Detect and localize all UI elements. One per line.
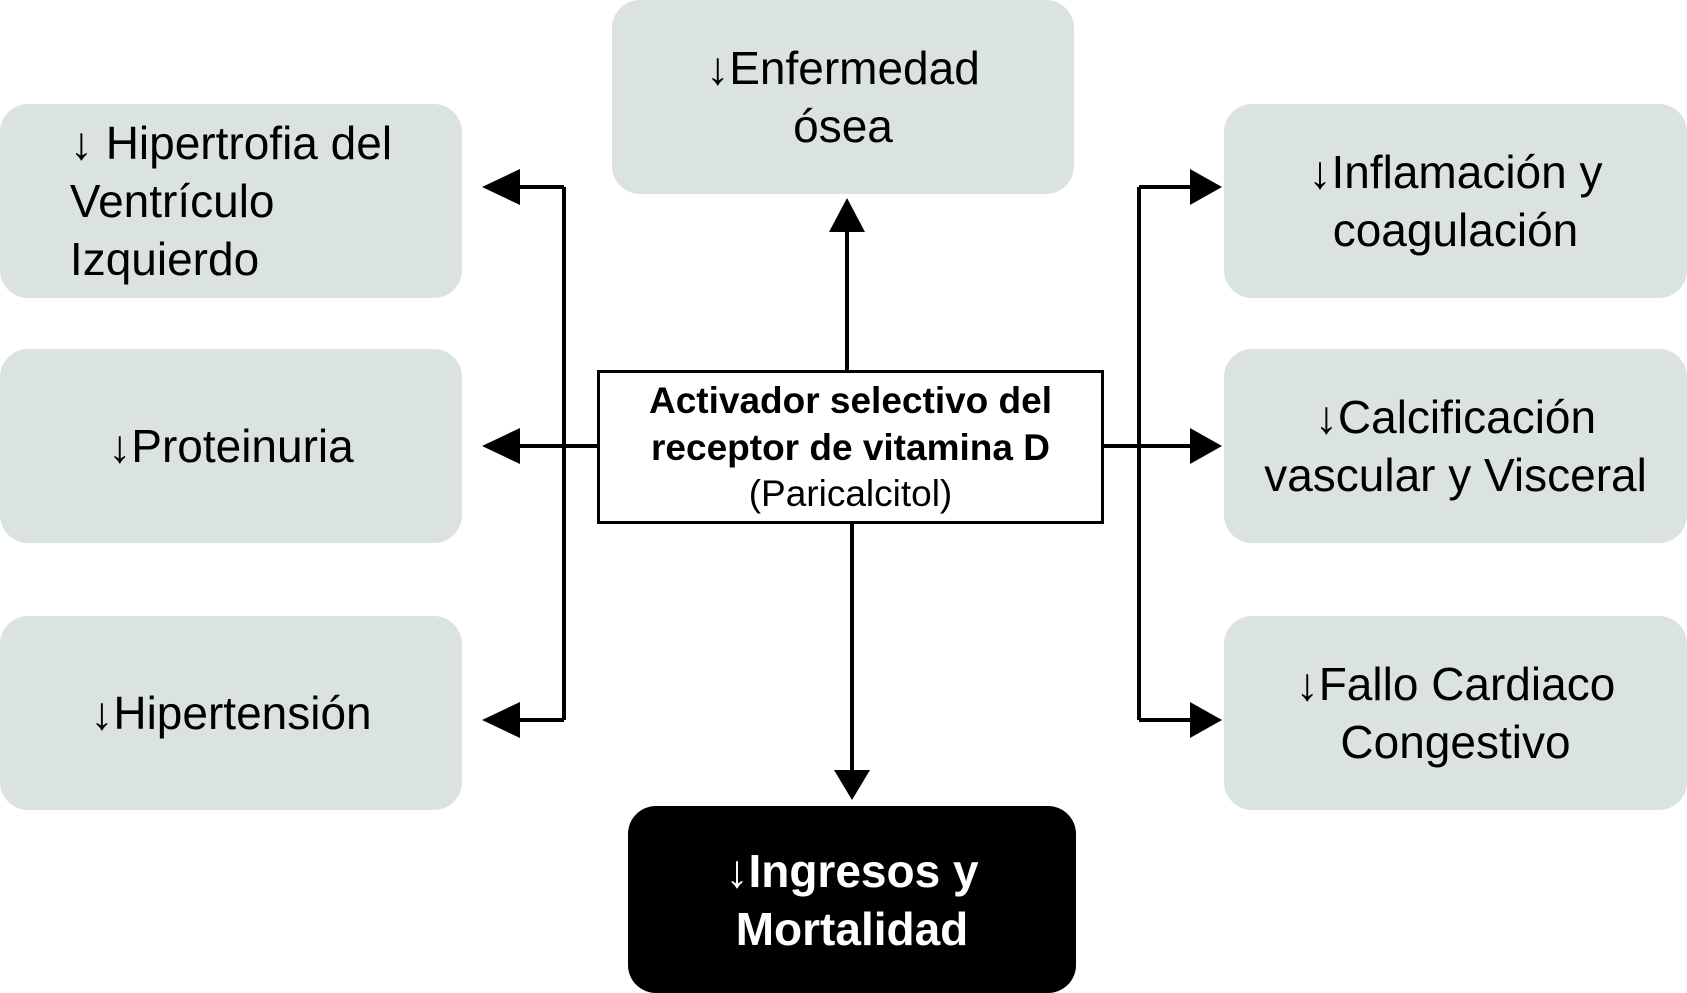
arrowhead-left-2 [482,428,520,464]
box-hypertension-label: ↓Hipertensión [90,687,372,739]
center-title: Activador selectivo del receptor de vita… [648,380,1053,468]
box-lvh: ↓ Hipertrofia del Ventrículo Izquierdo [0,104,462,298]
arrowhead-right-2 [1190,428,1222,464]
box-hypertension: ↓Hipertensión [0,616,462,810]
box-bone-disease: ↓Enfermedad ósea [612,0,1074,194]
box-proteinuria-label: ↓Proteinuria [108,420,354,472]
box-calcification: ↓Calcificación vascular y Visceral [1224,349,1687,543]
box-heart-failure: ↓Fallo Cardiaco Congestivo [1224,616,1687,810]
arrowhead-right-1 [1190,169,1222,205]
arrowhead-up [829,198,865,232]
box-lvh-label: ↓ Hipertrofia del Ventrículo Izquierdo [69,117,393,285]
center-box-vdra: Activador selectivo del receptor de vita… [597,370,1104,524]
box-calcification-label: ↓Calcificación vascular y Visceral [1264,391,1647,501]
box-inflammation: ↓Inflamación y coagulación [1224,104,1687,298]
box-admissions-mortality: ↓Ingresos y Mortalidad [628,806,1076,993]
center-subtitle: (Paricalcitol) [748,473,953,514]
box-proteinuria: ↓Proteinuria [0,349,462,543]
arrowhead-left-1 [482,169,520,205]
arrowhead-left-3 [482,702,520,738]
box-admissions-mortality-label: ↓Ingresos y Mortalidad [725,844,979,955]
arrowhead-right-3 [1190,702,1222,738]
box-heart-failure-label: ↓Fallo Cardiaco Congestivo [1295,658,1616,768]
box-bone-disease-label: ↓Enfermedad ósea [706,42,980,152]
arrowhead-down [834,770,870,800]
box-inflammation-label: ↓Inflamación y coagulación [1308,146,1603,256]
